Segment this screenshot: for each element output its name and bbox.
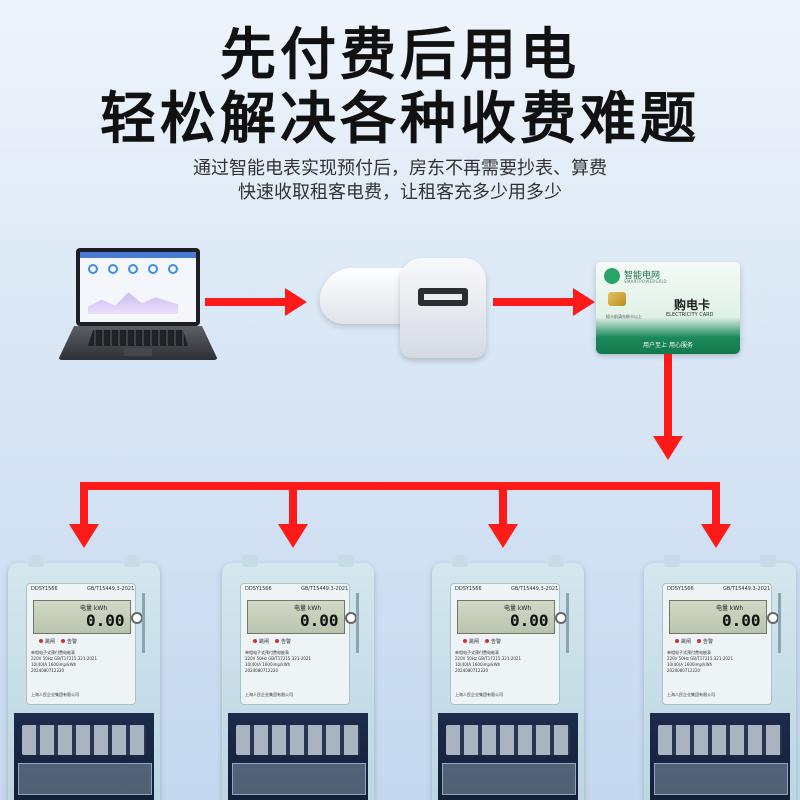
meter-nameplate: 单相电子式预付费电能表 220V 50Hz GB/T17215.321-2021… — [455, 650, 553, 674]
meter-maker: 上海人民企业集团有限公司 — [455, 692, 503, 697]
nameplate-current: 10(40)A 1600imp/kWh — [245, 662, 291, 667]
led-alarm: 告警 — [61, 638, 77, 645]
meter-model: DDSY1566 — [455, 586, 482, 592]
meter-maker: 上海人民企业集团有限公司 — [667, 692, 715, 697]
distribution-line — [80, 482, 720, 490]
meter-model: DDSY1566 — [31, 586, 58, 592]
arrow-head-down-icon — [69, 524, 99, 548]
card-footer: 用户至上 用心服务 — [643, 342, 693, 349]
laptop-image — [58, 248, 218, 368]
led-trip: 跳闸 — [463, 638, 479, 645]
nameplate-title: 单相电子式预付费电能表 — [31, 650, 75, 655]
card-brand-en: SMARTPOWERGRID — [624, 279, 667, 284]
meter-terminals — [22, 725, 146, 755]
electric-meter: DDSY1566 GB/T15449.3-2021 电量 kWh 0.00 跳闸… — [644, 555, 796, 800]
branch-4 — [712, 482, 720, 528]
card-note: 插卡前请先刷卡以上 — [606, 314, 642, 319]
meter-standard: GB/T15449.3-2021 — [87, 586, 135, 592]
laptop-touchpad — [124, 348, 152, 356]
meter-reading: 0.00 — [510, 611, 549, 630]
lcd-label: 电量 kWh — [80, 605, 108, 612]
led-alarm: 告警 — [485, 638, 501, 645]
branch-3 — [499, 482, 507, 528]
led-trip: 跳闸 — [675, 638, 691, 645]
subtitle-line-2: 快速收取租客电费，让租客充多少用多少 — [238, 182, 562, 203]
arrow-laptop-to-reader — [205, 298, 287, 306]
grid-logo-icon — [604, 268, 620, 284]
electric-meter: DDSY1566 GB/T15449.3-2021 电量 kWh 0.00 跳闸… — [432, 555, 584, 800]
electric-meter: DDSY1566 GB/T15449.3-2021 电量 kWh 0.00 跳闸… — [8, 555, 160, 800]
meter-standard: GB/T15449.3-2021 — [301, 586, 349, 592]
nameplate-rating: 220V 50Hz GB/T17215.321-2021 — [245, 656, 311, 661]
meter-reading: 0.00 — [722, 611, 761, 630]
meter-reading: 0.00 — [86, 611, 125, 630]
headline-line-1: 先付费后用电 — [220, 23, 580, 88]
nameplate-rating: 220V 50Hz GB/T17215.321-2021 — [667, 656, 733, 661]
card-slot — [418, 288, 468, 306]
nameplate-serial: 2024080712220 — [31, 668, 65, 673]
dashboard-illustration — [80, 252, 196, 322]
electricity-card: 智能电网 SMARTPOWERGRID 购电卡 ELECTRICITY CARD… — [596, 262, 740, 354]
nameplate-serial: 2024080712220 — [245, 668, 279, 673]
nameplate-current: 10(40)A 1600imp/kWh — [31, 662, 77, 667]
laptop-keyboard — [88, 330, 188, 346]
led-trip: 跳闸 — [39, 638, 55, 645]
nameplate-title: 单相电子式预付费电能表 — [455, 650, 499, 655]
lcd-label: 电量 kWh — [504, 605, 532, 612]
meter-terminals — [658, 725, 782, 755]
subtitle-line-1: 通过智能电表实现预付后，房东不再需要抄表、算费 — [193, 158, 607, 179]
arrow-head-right-icon — [285, 288, 307, 316]
nameplate-current: 10(40)A 1600imp/kWh — [455, 662, 501, 667]
meter-nameplate: 单相电子式预付费电能表 220V 50Hz GB/T17215.321-2021… — [245, 650, 343, 674]
nameplate-rating: 220V 50Hz GB/T17215.321-2021 — [455, 656, 521, 661]
meter-terminals — [446, 725, 570, 755]
meter-model: DDSY1566 — [667, 586, 694, 592]
nameplate-serial: 2024080712220 — [455, 668, 489, 673]
electric-meter: DDSY1566 GB/T15449.3-2021 电量 kWh 0.00 跳闸… — [222, 555, 374, 800]
meter-model: DDSY1566 — [245, 586, 272, 592]
led-alarm: 告警 — [697, 638, 713, 645]
card-brand: 智能电网 — [624, 271, 661, 281]
meter-lcd: 电量 kWh 0.00 — [457, 600, 555, 634]
meter-lcd: 电量 kWh 0.00 — [247, 600, 345, 634]
arrow-head-right-icon — [573, 288, 595, 316]
branch-1 — [80, 482, 88, 528]
headline-line-2: 轻松解决各种收费难题 — [100, 87, 700, 152]
meter-nameplate: 单相电子式预付费电能表 220V 50Hz GB/T17215.321-2021… — [31, 650, 129, 674]
lcd-label: 电量 kWh — [294, 605, 322, 612]
nameplate-title: 单相电子式预付费电能表 — [245, 650, 289, 655]
meter-lcd: 电量 kWh 0.00 — [669, 600, 767, 634]
nameplate-serial: 2024080712220 — [667, 668, 701, 673]
meter-nameplate: 单相电子式预付费电能表 220V 50Hz GB/T17215.321-2021… — [667, 650, 765, 674]
nameplate-current: 10(40)A 1600imp/kWh — [667, 662, 713, 667]
arrow-head-down-icon — [278, 524, 308, 548]
meter-reading: 0.00 — [300, 611, 339, 630]
nameplate-title: 单相电子式预付费电能表 — [667, 650, 711, 655]
arrow-head-down-icon — [653, 436, 683, 460]
meter-standard: GB/T15449.3-2021 — [511, 586, 559, 592]
meter-standard: GB/T15449.3-2021 — [723, 586, 771, 592]
card-name-en: ELECTRICITY CARD — [666, 312, 714, 318]
card-name: 购电卡 — [674, 298, 711, 312]
laptop-screen — [76, 248, 200, 326]
meter-lcd: 电量 kWh 0.00 — [33, 600, 131, 634]
meter-maker: 上海人民企业集团有限公司 — [245, 692, 293, 697]
card-reader-image — [316, 258, 490, 362]
led-alarm: 告警 — [275, 638, 291, 645]
lcd-label: 电量 kWh — [716, 605, 744, 612]
arrow-head-down-icon — [488, 524, 518, 548]
arrow-head-down-icon — [701, 524, 731, 548]
card-chip-icon — [608, 292, 626, 306]
arrow-reader-to-card — [493, 298, 575, 306]
nameplate-rating: 220V 50Hz GB/T17215.321-2021 — [31, 656, 97, 661]
meter-maker: 上海人民企业集团有限公司 — [31, 692, 79, 697]
branch-2 — [289, 482, 297, 528]
arrow-card-down — [664, 354, 672, 440]
meter-terminals — [236, 725, 360, 755]
led-trip: 跳闸 — [253, 638, 269, 645]
